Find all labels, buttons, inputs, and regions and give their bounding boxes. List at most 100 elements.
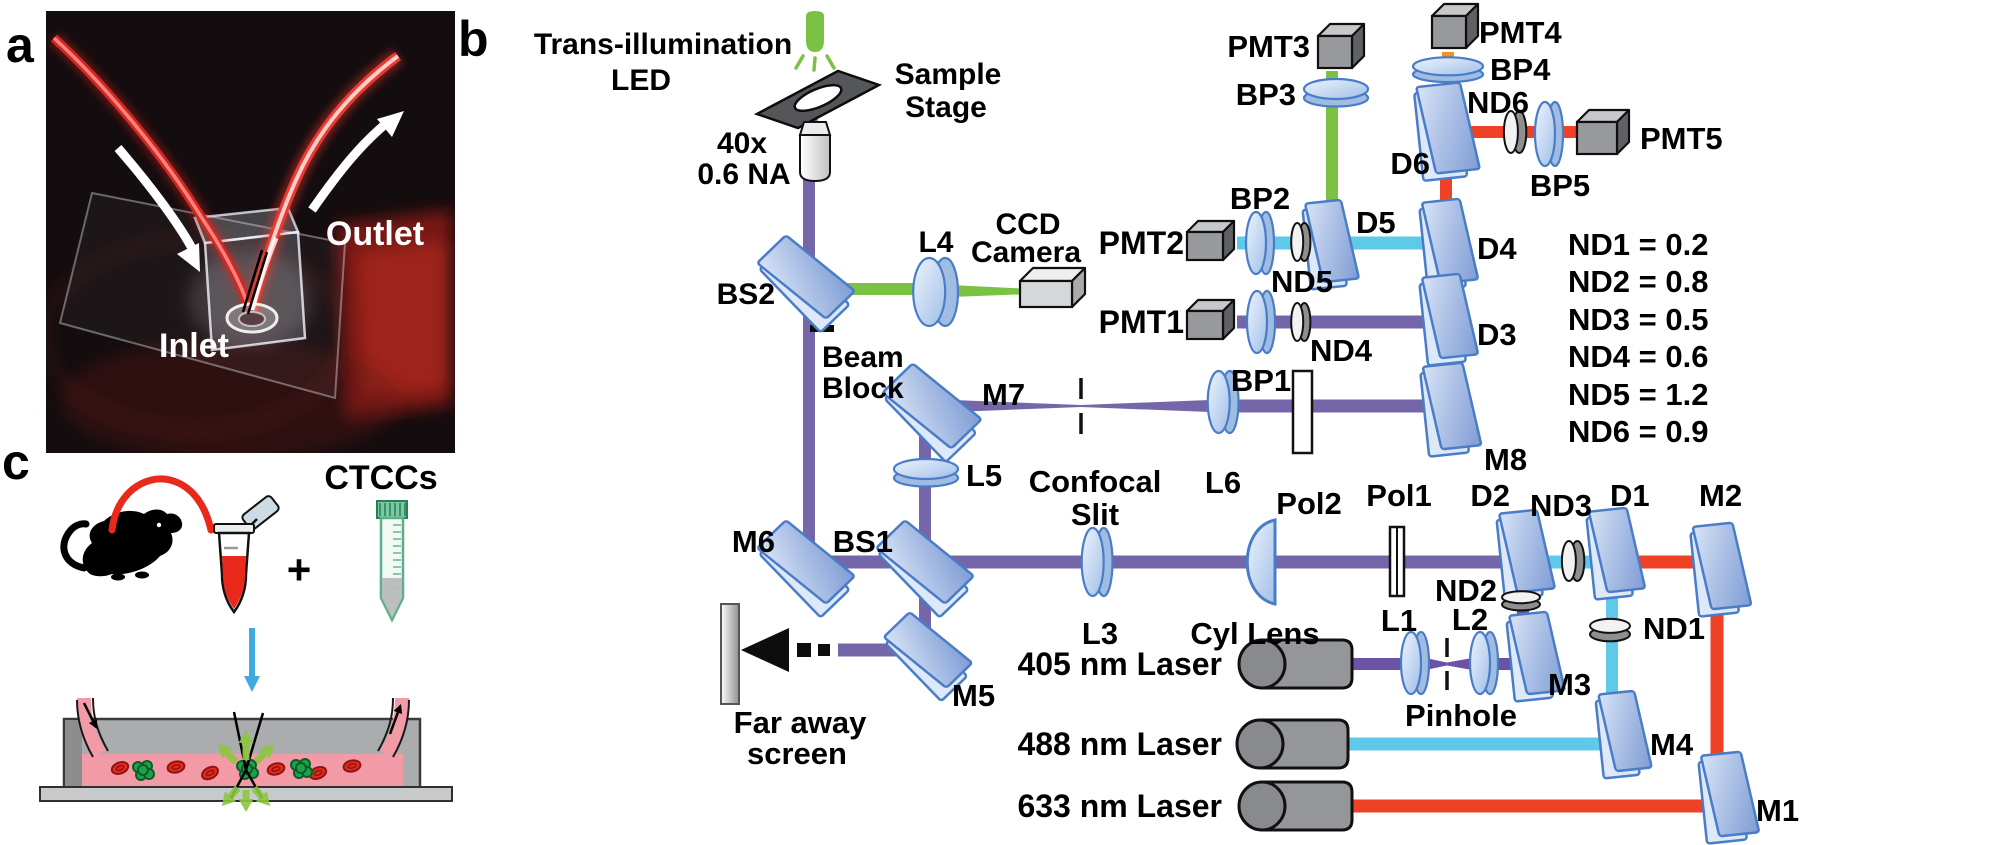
shape <box>757 520 855 604</box>
shape <box>1533 100 1557 168</box>
red-blood-cell <box>166 760 186 774</box>
shape <box>876 520 974 604</box>
shape <box>347 763 357 769</box>
shape <box>266 762 286 776</box>
shape <box>1597 689 1653 773</box>
shape <box>1080 526 1105 598</box>
shape <box>166 760 186 774</box>
label-far1: Far away <box>734 705 867 740</box>
dichroic-d5 <box>1301 198 1360 291</box>
beamsplitter-bs1 <box>876 520 974 618</box>
lens-l4 <box>912 256 960 328</box>
label-d4: D4 <box>1477 231 1517 266</box>
label-d5: D5 <box>1356 205 1396 240</box>
led-icon <box>806 11 824 52</box>
shape <box>1304 198 1360 284</box>
label-trans1: Trans-illumination <box>534 28 792 61</box>
label-nd5: ND5 <box>1271 264 1333 299</box>
red-blood-cell <box>110 761 130 775</box>
beam-violet-405-a <box>1352 658 1405 670</box>
chamber-out-arrow-head <box>393 704 403 714</box>
shape <box>60 520 90 572</box>
label-na: 0.6 NA <box>697 158 790 191</box>
shape <box>1258 718 1350 770</box>
shape <box>377 697 394 752</box>
flow-chamber <box>39 697 453 812</box>
shape <box>1502 110 1519 154</box>
label-pmt1: PMT1 <box>1099 304 1184 340</box>
shape <box>110 761 130 775</box>
label-conf1: Confocal <box>1029 464 1162 499</box>
label-m2: M2 <box>1699 478 1742 513</box>
shape <box>1290 302 1305 342</box>
lens-l2 <box>1468 630 1500 696</box>
label-inlet: Inlet <box>159 327 229 365</box>
mirror-m2 <box>1689 521 1753 618</box>
shape <box>205 769 215 777</box>
shape <box>171 764 181 770</box>
label-m3: M3 <box>1548 667 1591 702</box>
inlet-tube-highlight <box>52 36 250 307</box>
panel-c-cartoon <box>39 475 453 812</box>
shape <box>1245 289 1269 355</box>
label-m7: M7 <box>982 377 1025 412</box>
label-bs1: BS1 <box>833 524 893 559</box>
label-m8: M8 <box>1484 442 1527 477</box>
laser-633nm <box>1237 780 1354 832</box>
blood-tube-icon <box>213 495 280 615</box>
label-nd2: ND2 <box>1435 573 1497 608</box>
red-blood-cell <box>201 765 219 781</box>
label-sample1: Sample <box>895 58 1002 91</box>
red-arc-glow <box>46 237 348 433</box>
label-ctccs: CTCCs <box>324 459 437 497</box>
shape <box>313 769 323 777</box>
beam-purple-l6-m8 <box>1222 399 1446 413</box>
shape <box>1421 361 1483 451</box>
label-4: ND5 = 1.2 <box>1568 377 1708 412</box>
led-ray <box>825 54 836 70</box>
label-cyl: Cyl Lens <box>1190 616 1319 651</box>
label-beam1: Beam <box>822 341 904 374</box>
led-ray <box>794 54 805 70</box>
label-nd3: ND3 <box>1530 488 1592 523</box>
label-3: ND4 = 0.6 <box>1568 339 1708 374</box>
label-1: ND2 = 0.8 <box>1568 264 1708 299</box>
dichroic-d3 <box>1418 272 1479 367</box>
label-l5: L5 <box>966 458 1002 493</box>
shape <box>1430 14 1468 50</box>
shape <box>1018 279 1074 309</box>
shape <box>1185 309 1225 341</box>
beam-taper-m7-slit <box>940 399 1081 413</box>
shape <box>757 235 855 319</box>
stage-aperture <box>793 83 843 113</box>
mirror-m1 <box>1697 750 1760 845</box>
nd-filter-nd4 <box>1290 302 1312 342</box>
label-nd4: ND4 <box>1310 333 1373 368</box>
label-ccd2: Camera <box>971 236 1081 269</box>
shape <box>892 457 960 481</box>
label-nd6: ND6 <box>1467 85 1529 120</box>
filter-bp1 <box>1245 289 1277 355</box>
shape <box>135 571 149 579</box>
label-l3: L3 <box>1082 616 1118 651</box>
dichroic-d6 <box>1413 81 1481 182</box>
label-letter: a <box>6 17 35 73</box>
emission-arrow-down-head <box>238 799 254 812</box>
label-2: ND3 = 0.5 <box>1568 302 1708 337</box>
label-m6: M6 <box>732 524 775 559</box>
shape <box>912 256 947 328</box>
emission-arrow-upright-head <box>259 744 274 759</box>
label-0: 405 nm Laser <box>1017 646 1222 682</box>
label-m1: M1 <box>1756 793 1799 828</box>
label-bp1: BP1 <box>1231 363 1291 398</box>
ccd-camera <box>1018 266 1087 309</box>
chamber-out-arrow <box>388 712 400 735</box>
pmt3-detector <box>1316 22 1366 70</box>
shape <box>1421 272 1479 360</box>
shape <box>1415 81 1481 175</box>
label-bp2: BP2 <box>1230 181 1290 216</box>
filter-bp3 <box>1302 77 1370 108</box>
label-plus: + <box>287 546 312 593</box>
shape <box>342 759 362 773</box>
